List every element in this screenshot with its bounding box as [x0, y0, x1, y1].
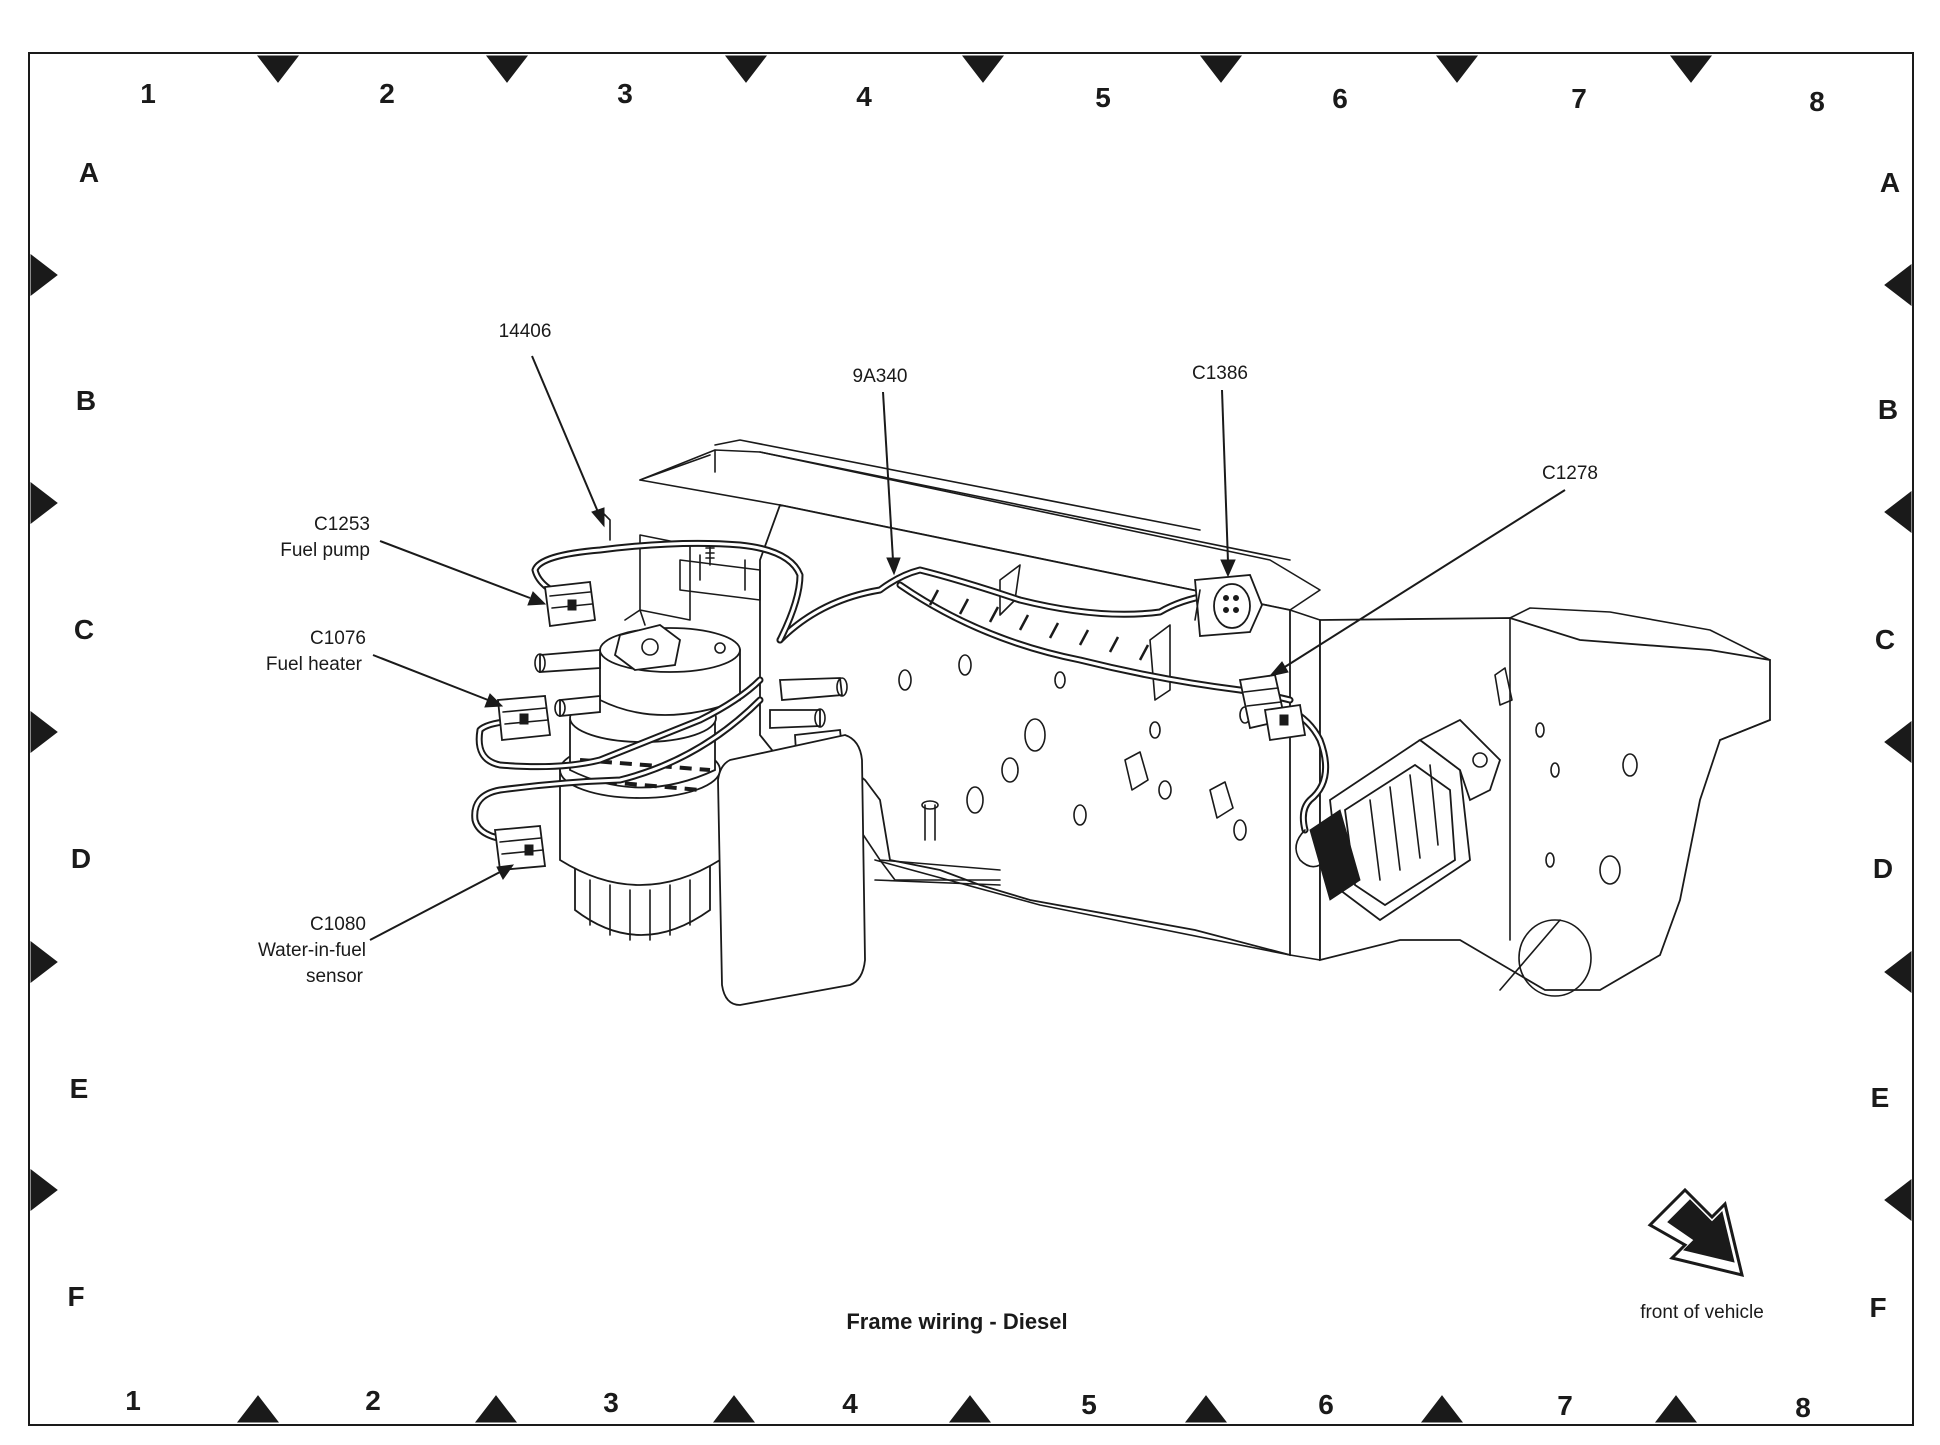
connector-c1076-id: C1076 [310, 628, 366, 649]
grid-column-label: 3 [617, 78, 633, 109]
grid-marker [1884, 263, 1912, 307]
grid-column-label: 6 [1318, 1389, 1334, 1420]
grid-marker [1654, 1395, 1698, 1423]
grid-column-label: 1 [125, 1385, 141, 1416]
grid-row-label: A [79, 157, 99, 188]
fuel-filter-assembly [534, 509, 866, 1006]
grid-row-label: F [67, 1281, 84, 1312]
grid-marker [256, 55, 300, 83]
grid-marker [30, 1168, 58, 1212]
grid-marker [712, 1395, 756, 1423]
grid-marker [1884, 490, 1912, 534]
grid-markers-top [256, 55, 1713, 83]
grid-column-label: 6 [1332, 83, 1348, 114]
connector-c1278-label: C1278 [1542, 463, 1598, 484]
grid-column-label: 8 [1795, 1392, 1811, 1423]
wiring-harness [471, 539, 1330, 844]
grid-column-label: 5 [1081, 1389, 1097, 1420]
grid-row-label: B [76, 385, 96, 416]
connector-c1386 [1194, 574, 1263, 637]
connector-c1386-label: C1386 [1192, 363, 1248, 384]
grid-column-label: 2 [379, 78, 395, 109]
connector-c1080-id: C1080 [310, 914, 366, 935]
frame-illustration [369, 355, 1771, 1278]
frame-rail [639, 439, 1771, 997]
grid-row-label: E [70, 1073, 89, 1104]
grid-marker [1884, 720, 1912, 764]
grid-row-label: E [1871, 1082, 1890, 1113]
grid-column-label: 7 [1571, 83, 1587, 114]
connector-c1080 [493, 825, 547, 871]
grid-column-labels-bottom: 1 2 3 4 5 6 7 8 [125, 1385, 1811, 1423]
connector-c1253 [543, 581, 597, 628]
connector-c1080-desc-line2: sensor [306, 966, 364, 987]
grid-marker [1435, 55, 1479, 83]
grid-markers-left [30, 253, 58, 1212]
grid-marker [724, 55, 768, 83]
grid-row-label: A [1880, 167, 1900, 198]
grid-marker [961, 55, 1005, 83]
grid-marker [30, 481, 58, 525]
connector-c1076-desc: Fuel heater [266, 654, 363, 675]
grid-marker [1199, 55, 1243, 83]
grid-column-label: 5 [1095, 82, 1111, 113]
callout-labels: 14406 9A340 C1386 C1278 C1253 Fuel pump … [258, 321, 1598, 987]
grid-column-label: 7 [1557, 1390, 1573, 1421]
grid-row-label: C [74, 614, 94, 645]
grid-column-labels-top: 1 2 3 4 5 6 7 8 [140, 78, 1825, 117]
grid-marker [1669, 55, 1713, 83]
grid-row-label: D [71, 843, 91, 874]
grid-column-label: 2 [365, 1385, 381, 1416]
grid-markers-bottom [236, 1395, 1698, 1423]
grid-marker [474, 1395, 518, 1423]
grid-column-label: 4 [856, 81, 872, 112]
front-arrow-icon [1647, 1187, 1745, 1278]
grid-column-label: 8 [1809, 86, 1825, 117]
grid-marker [485, 55, 529, 83]
grid-markers-right [1884, 263, 1912, 1222]
diagram-border [28, 52, 1914, 1426]
grid-row-label: F [1869, 1292, 1886, 1323]
grid-marker [1184, 1395, 1228, 1423]
front-of-vehicle-note: front of vehicle [1640, 1302, 1764, 1323]
grid-marker [1884, 1178, 1912, 1222]
grid-row-label: B [1878, 394, 1898, 425]
diagram-caption: Frame wiring - Diesel [846, 1309, 1067, 1334]
connector-c1076 [497, 695, 552, 741]
grid-row-labels-right: A B C D E F [1869, 167, 1900, 1323]
grid-row-label: D [1873, 853, 1893, 884]
grid-column-label: 1 [140, 78, 156, 109]
grid-marker [1884, 950, 1912, 994]
harness-14406-label: 14406 [499, 321, 552, 342]
connector-c1080-desc-line1: Water-in-fuel [258, 940, 366, 961]
grid-marker [30, 940, 58, 984]
grid-column-label: 4 [842, 1388, 858, 1419]
connector-c1253-desc: Fuel pump [280, 540, 370, 561]
grid-marker [1420, 1395, 1464, 1423]
grid-marker [236, 1395, 280, 1423]
leader-lines [369, 355, 1566, 941]
grid-marker [30, 253, 58, 297]
connector-c1253-id: C1253 [314, 514, 370, 535]
grid-row-label: C [1875, 624, 1895, 655]
grid-marker [30, 710, 58, 754]
connector-c1278 [1238, 673, 1307, 742]
grid-row-labels-left: A B C D E F [67, 157, 99, 1312]
grid-column-label: 3 [603, 1387, 619, 1418]
module-connector [1295, 718, 1502, 922]
harness-9a340-label: 9A340 [853, 366, 908, 387]
grid-marker [948, 1395, 992, 1423]
